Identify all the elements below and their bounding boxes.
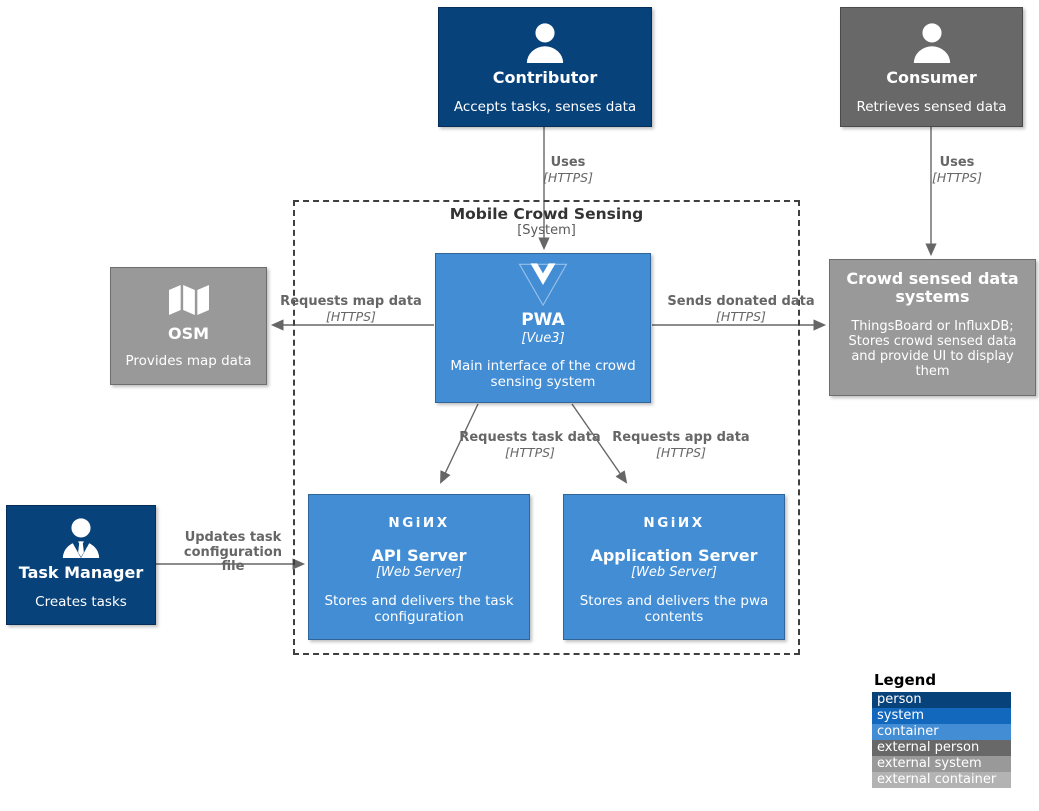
node-title: Contributor bbox=[492, 68, 598, 87]
edge-label-pwa-crowd: Sends donated data [HTTPS] bbox=[667, 294, 815, 324]
node-description: ThingsBoard or InfluxDB; Stores crowd se… bbox=[848, 318, 1017, 380]
edge-label-contributor-pwa: Uses [HTTPS] bbox=[543, 155, 593, 185]
edge-label-consumer-crowd: Uses [HTTPS] bbox=[932, 155, 982, 185]
node-description: Accepts tasks, senses data bbox=[453, 99, 637, 116]
node-description: Main interface of the crowd sensing syst… bbox=[450, 358, 636, 391]
legend-item: external person bbox=[872, 740, 1011, 756]
node-title: PWA bbox=[521, 310, 565, 330]
nginx-logo-icon: NGiИX bbox=[388, 515, 450, 531]
person-icon bbox=[526, 21, 564, 63]
person-icon bbox=[913, 21, 950, 63]
legend-item: container bbox=[872, 724, 1011, 740]
node-application-server: NGiИX Application Server [Web Server] St… bbox=[563, 494, 785, 640]
node-crowd-sensed-data-systems: Crowd sensed data systems ThingsBoard or… bbox=[829, 259, 1036, 396]
node-consumer: Consumer Retrieves sensed data bbox=[840, 7, 1023, 127]
boundary-title: Mobile Crowd Sensing bbox=[449, 205, 644, 223]
node-technology: [Web Server] bbox=[375, 565, 462, 581]
legend-title: Legend bbox=[874, 671, 937, 689]
edge-label-pwa-app: Requests app data [HTTPS] bbox=[612, 430, 750, 460]
legend-item: external system bbox=[872, 756, 1011, 772]
edge-label-taskmanager-api: Updates task configuration file bbox=[183, 530, 283, 575]
node-title: Crowd sensed data systems bbox=[846, 269, 1019, 307]
boundary-type: [System] bbox=[517, 223, 576, 238]
node-title: Task Manager bbox=[18, 563, 144, 582]
node-title: Consumer bbox=[886, 68, 977, 87]
node-description: Creates tasks bbox=[35, 594, 127, 611]
node-title: OSM bbox=[167, 324, 210, 343]
node-osm: OSM Provides map data bbox=[110, 267, 267, 385]
node-task-manager: Task Manager Creates tasks bbox=[6, 505, 156, 625]
map-icon bbox=[168, 285, 209, 315]
nginx-logo-icon: NGiИX bbox=[643, 515, 705, 531]
legend-item: person bbox=[872, 692, 1011, 708]
node-technology: [Web Server] bbox=[630, 565, 717, 581]
vue-logo-icon bbox=[518, 263, 568, 307]
node-description: Provides map data bbox=[125, 353, 252, 370]
node-title: Application Server bbox=[590, 546, 758, 565]
node-description: Stores and delivers the pwa contents bbox=[579, 593, 769, 626]
edge-label-pwa-osm: Requests map data [HTTPS] bbox=[280, 294, 422, 324]
node-contributor: Contributor Accepts tasks, senses data bbox=[438, 7, 652, 127]
person-tie-icon bbox=[62, 516, 100, 558]
node-technology: [Vue3] bbox=[521, 330, 565, 346]
node-pwa: PWA [Vue3] Main interface of the crowd s… bbox=[435, 253, 651, 403]
legend-item: system bbox=[872, 708, 1011, 724]
edge-label-pwa-api: Requests task data [HTTPS] bbox=[459, 430, 601, 460]
node-description: Stores and delivers the task configurati… bbox=[324, 593, 514, 626]
system-boundary: Mobile Crowd Sensing [System] bbox=[293, 200, 800, 655]
node-description: Retrieves sensed data bbox=[856, 99, 1007, 116]
legend-item: external container bbox=[872, 772, 1011, 788]
node-title: API Server bbox=[371, 546, 467, 565]
node-api-server: NGiИX API Server [Web Server] Stores and… bbox=[308, 494, 530, 640]
